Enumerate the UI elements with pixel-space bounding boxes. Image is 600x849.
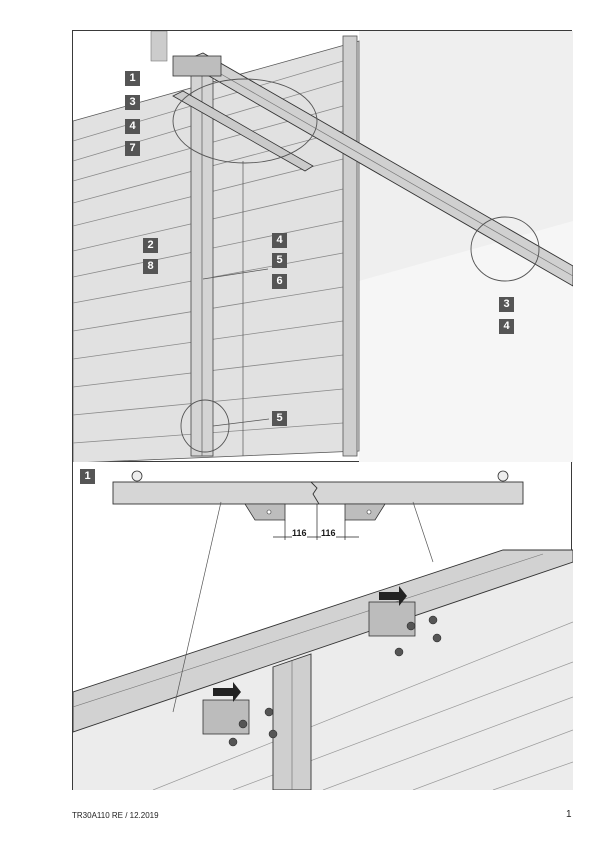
leader-lines bbox=[202, 161, 270, 456]
overview-panel: 1 3 4 7 2 8 4 5 6 3 4 5 bbox=[72, 30, 573, 463]
dimension-right: 116 bbox=[321, 528, 336, 538]
callout-tag: 6 bbox=[272, 274, 287, 289]
rail-perspective bbox=[73, 549, 573, 790]
cross-section-bar bbox=[112, 470, 524, 540]
callout-tag: 5 bbox=[272, 411, 287, 426]
detail-circle-bottom bbox=[180, 399, 230, 453]
bracket-left bbox=[202, 682, 278, 747]
leader-lines bbox=[172, 501, 434, 713]
detail-circle-right bbox=[470, 216, 540, 282]
callout-tag: 2 bbox=[143, 238, 158, 253]
detail-illustration bbox=[73, 470, 573, 790]
bracket-right bbox=[368, 586, 442, 657]
floor bbox=[359, 221, 573, 463]
callout-tag: 1 bbox=[125, 71, 140, 86]
callout-tag: 8 bbox=[143, 259, 158, 274]
callout-tag: 3 bbox=[125, 95, 140, 110]
step-label: 1 bbox=[80, 469, 95, 484]
document-code: TR30A110 RE / 12.2019 bbox=[72, 811, 159, 820]
overview-illustration bbox=[73, 31, 573, 463]
dimension-left: 116 bbox=[292, 528, 307, 538]
lintel-brick bbox=[150, 31, 168, 62]
door-panels bbox=[73, 35, 360, 463]
detail-panel: 1 116 116 bbox=[72, 462, 573, 790]
callout-tag: 7 bbox=[125, 141, 140, 156]
door-strut bbox=[190, 70, 214, 457]
callout-tag: 4 bbox=[499, 319, 514, 334]
callout-tag: 5 bbox=[272, 253, 287, 268]
page-number: 1 bbox=[566, 809, 572, 820]
callout-tag: 3 bbox=[499, 297, 514, 312]
callout-tag: 4 bbox=[272, 233, 287, 248]
detail-circle-top bbox=[172, 78, 318, 164]
callout-tag: 4 bbox=[125, 119, 140, 134]
operator-rail bbox=[172, 52, 573, 287]
